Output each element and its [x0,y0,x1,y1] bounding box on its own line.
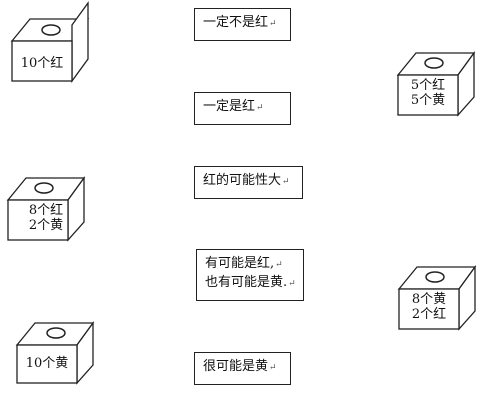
label-certainly-not-red: 一定不是红↵ [194,8,291,41]
return-mark-icon: ↵ [269,363,277,373]
box-line: 10个黄 [25,356,69,371]
box-drawing [10,1,90,83]
label-text: 一定是红 [203,99,256,114]
label-very-likely-yellow: 很可能是黄↵ [194,352,291,385]
label-text: 一定不是红 [203,15,269,30]
label-text: 也有可能是黄. [205,275,288,290]
hole-icon [34,182,54,194]
hole-icon [46,327,66,339]
return-mark-icon: ↵ [256,103,264,113]
label-text: 有可能是红, [205,256,275,271]
label-text: 很可能是黄 [203,359,269,374]
hole-icon [41,24,61,36]
box-line: 2个红 [411,307,447,322]
hole-icon [424,57,444,69]
box-drawing [397,265,477,331]
label-certainly-red: 一定是红↵ [194,92,291,125]
return-mark-icon: ↵ [269,19,277,29]
return-mark-icon: ↵ [282,177,290,187]
box-8-red-2-yellow: 8个红 2个黄 [6,175,86,242]
box-8-yellow-2-red: 8个黄 2个红 [397,264,477,331]
box-line: 10个红 [20,56,64,71]
box-drawing [6,176,86,242]
box-drawing [396,51,476,117]
label-red-more-likely: 红的可能性大↵ [194,166,303,199]
label-text: 红的可能性大 [203,173,282,188]
box-drawing [15,321,95,385]
box-10-red: 10个红 [10,1,90,83]
return-mark-icon: ↵ [275,260,283,270]
hole-icon [425,271,445,283]
box-line: 5个黄 [410,93,446,108]
box-line: 8个红 [28,203,64,218]
box-line: 8个黄 [411,292,447,307]
box-5-red-5-yellow: 5个红 5个黄 [396,50,476,117]
label-maybe-red-or-yellow: 有可能是红,↵ 也有可能是黄.↵ [196,249,304,301]
return-mark-icon: ↵ [288,279,296,289]
box-line: 2个黄 [28,218,64,233]
box-line: 5个红 [410,78,446,93]
box-10-yellow: 10个黄 [15,320,95,385]
